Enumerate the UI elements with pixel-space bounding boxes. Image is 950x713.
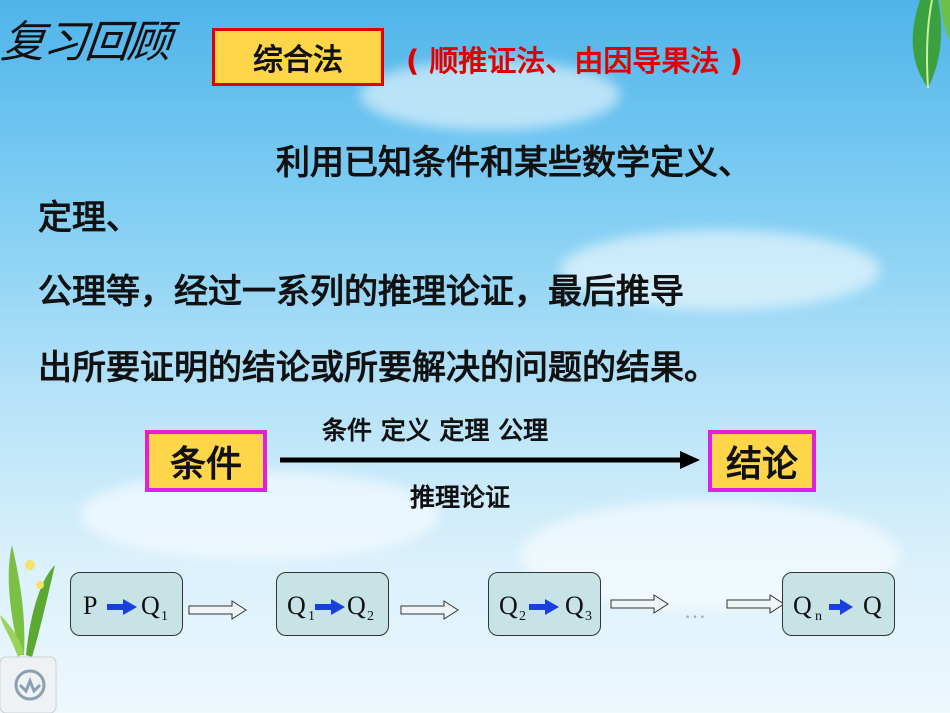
flow-box-qn-q: Q n Q xyxy=(782,572,895,636)
definition-line-3: 公理等，经过一系列的推理论证，最后推导 xyxy=(38,272,684,312)
blue-arrow-icon xyxy=(829,599,853,615)
flow-right-subscript: 3 xyxy=(585,609,592,624)
arrow-top-label: 条件 定义 定理 公理 xyxy=(322,416,549,445)
blue-arrow-icon xyxy=(315,599,345,615)
blue-arrow-icon xyxy=(529,599,559,615)
flow-left-term: Q xyxy=(793,591,812,620)
definition-line-1: 利用已知条件和某些数学定义、 xyxy=(276,143,752,183)
flow-left-term: Q xyxy=(499,591,518,620)
flow-ellipsis: … xyxy=(684,598,706,623)
definition-line-4: 出所要证明的结论或所要解决的问题的结果。 xyxy=(38,348,718,388)
conclusion-box: 结论 xyxy=(708,430,816,492)
cloud-decoration xyxy=(560,230,880,310)
flow-right-term: Q xyxy=(565,591,584,620)
arrow-bottom-label: 推理论证 xyxy=(410,483,511,512)
condition-box: 条件 xyxy=(145,430,267,492)
flow-right-term: Q xyxy=(863,591,882,620)
flow-box-q2-q3: Q 2 Q 3 xyxy=(488,572,601,636)
review-title: 复习回顾 xyxy=(0,17,173,68)
hollow-arrow-icon xyxy=(400,600,459,620)
flow-right-subscript: 2 xyxy=(367,609,374,624)
flow-box-q1-q2: Q 1 Q 2 xyxy=(276,572,389,636)
flow-left-subscript: 2 xyxy=(519,609,526,624)
blue-arrow-icon xyxy=(107,599,137,615)
flow-box-p-q1: P Q 1 xyxy=(70,572,183,636)
method-badge: 综合法 xyxy=(212,28,384,86)
flow-left-term: Q xyxy=(287,591,306,620)
cloud-decoration xyxy=(360,60,620,130)
flow-left-term: P xyxy=(83,591,98,620)
flow-left-subscript: 1 xyxy=(308,609,315,624)
leaf-decoration-icon xyxy=(912,0,950,89)
potted-plant-icon xyxy=(0,545,57,713)
flow-right-subscript: 1 xyxy=(161,609,168,624)
flow-right-term: Q xyxy=(347,591,366,620)
main-arrow-icon xyxy=(280,451,700,469)
method-alias: ( 顺推证法、由因导果法 ) xyxy=(406,44,743,78)
flow-left-subscript: n xyxy=(815,609,822,624)
hollow-arrow-icon xyxy=(610,594,669,614)
hollow-arrow-icon xyxy=(188,600,247,620)
flow-right-term: Q xyxy=(141,591,160,620)
hollow-arrow-icon xyxy=(726,594,785,614)
definition-line-2: 定理、 xyxy=(38,198,140,238)
